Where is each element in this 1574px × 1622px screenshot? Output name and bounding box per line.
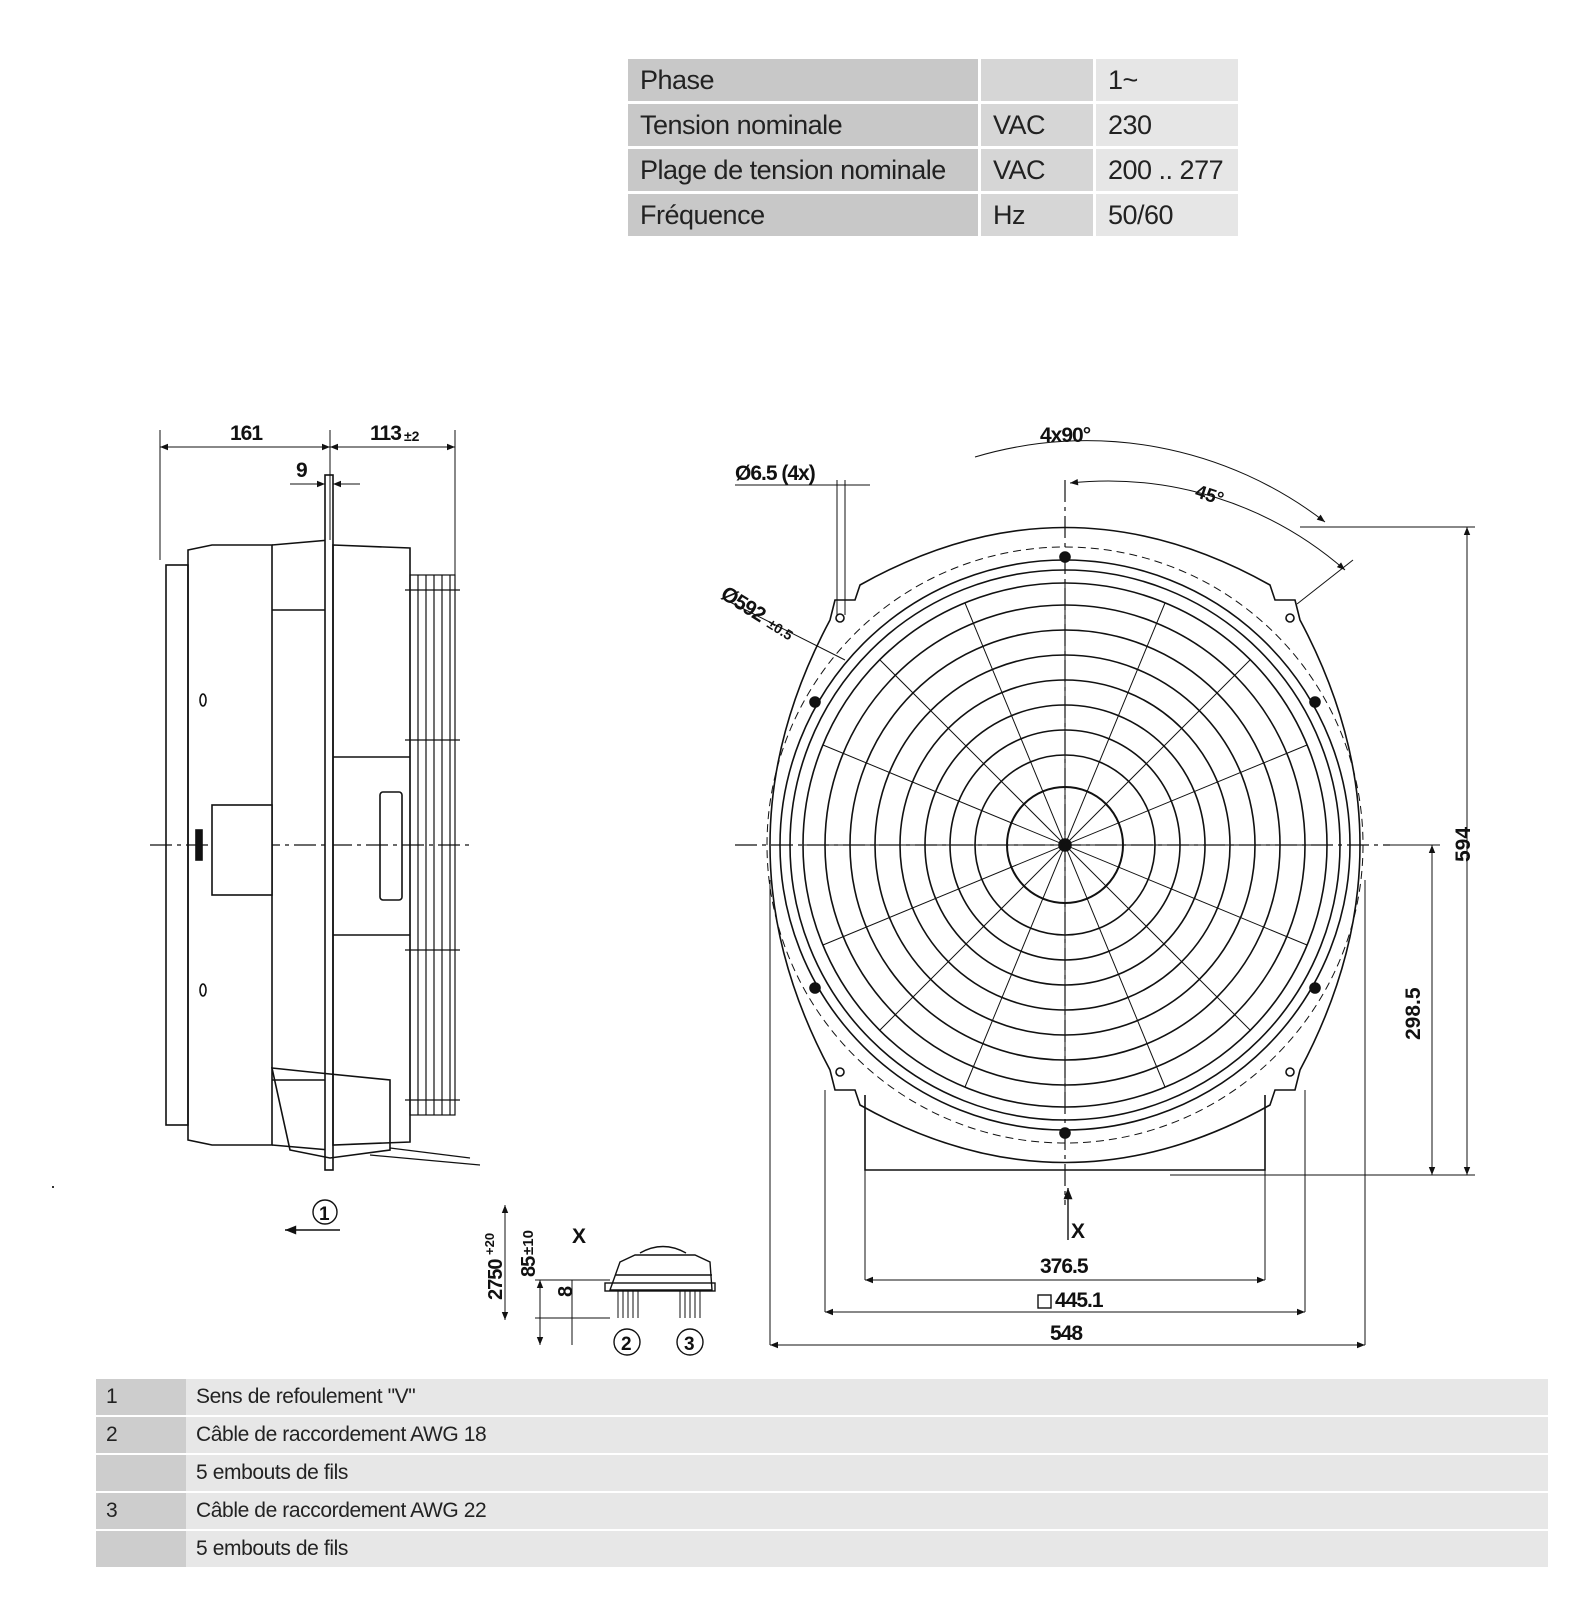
marker-1: 1: [319, 1204, 330, 1225]
dim-161: 161: [230, 422, 263, 445]
legend-text: Câble de raccordement AWG 18: [186, 1417, 1548, 1453]
strip-length: 85: [518, 1256, 540, 1277]
angle-4x90: 4x90°: [1040, 424, 1091, 447]
legend-row: 1 Sens de refoulement "V": [96, 1379, 1548, 1415]
dim-9: 9: [296, 459, 308, 482]
dim-113-tol: ±2: [404, 428, 420, 444]
marker-3: 3: [684, 1334, 695, 1355]
view-x-label: X: [1071, 1220, 1085, 1243]
dim-376-5: 376.5: [1040, 1255, 1089, 1278]
legend-table: 1 Sens de refoulement "V" 2 Câble de rac…: [96, 1377, 1548, 1569]
spec-row-frequency: Fréquence Hz 50/60: [628, 194, 1238, 236]
legend-text: 5 embouts de fils: [186, 1531, 1548, 1567]
front-view: [721, 440, 1475, 1349]
dim-113: 113: [370, 422, 401, 445]
legend-row: 5 embouts de fils: [96, 1531, 1548, 1567]
marker-2: 2: [621, 1334, 632, 1355]
legend-row: 2 Câble de raccordement AWG 18: [96, 1417, 1548, 1453]
legend-number: 3: [96, 1493, 186, 1529]
legend-text: Sens de refoulement "V": [186, 1379, 1548, 1415]
legend-row: 5 embouts de fils: [96, 1455, 1548, 1491]
cable-length-tol: +20: [482, 1233, 497, 1255]
dim-445-1: 445.1: [1055, 1289, 1104, 1312]
side-view: [150, 430, 481, 1235]
spec-label: Plage de tension nominale: [628, 149, 978, 191]
spec-label: Fréquence: [628, 194, 978, 236]
spec-value: 50/60: [1096, 194, 1238, 236]
strip-length-tol: ±10: [520, 1230, 537, 1255]
dim-594: 594: [1452, 827, 1475, 862]
spec-value: 1~: [1096, 59, 1238, 101]
spec-row-nominal-voltage: Tension nominale VAC 230: [628, 104, 1238, 146]
electrical-spec-table: Phase 1~ Tension nominale VAC 230 Plage …: [625, 56, 1241, 239]
detail-x-title: X: [572, 1225, 586, 1248]
legend-text: Câble de raccordement AWG 22: [186, 1493, 1548, 1529]
spec-label: Tension nominale: [628, 104, 978, 146]
legend-number: 2: [96, 1417, 186, 1453]
cable-length: 2750: [485, 1259, 507, 1300]
end-length: 8: [555, 1286, 577, 1297]
legend-row: 3 Câble de raccordement AWG 22: [96, 1493, 1548, 1529]
legend-number: [96, 1455, 186, 1491]
detail-x: [501, 1205, 716, 1356]
spec-unit: VAC: [981, 104, 1093, 146]
spec-unit: Hz: [981, 194, 1093, 236]
technical-drawing: 161 113 ±2 9 1: [150, 422, 1475, 1356]
stray-dot: [52, 1186, 54, 1188]
spec-value: 200 .. 277: [1096, 149, 1238, 191]
legend-number: 1: [96, 1379, 186, 1415]
legend-text: 5 embouts de fils: [186, 1455, 1548, 1491]
spec-unit: VAC: [981, 149, 1093, 191]
dim-548: 548: [1050, 1322, 1083, 1345]
spec-row-phase: Phase 1~: [628, 59, 1238, 101]
spec-unit: [981, 59, 1093, 101]
hole-label: Ø6.5 (4x): [735, 462, 815, 485]
diameter-label: Ø592: [717, 582, 770, 627]
dim-298-5: 298.5: [1402, 987, 1425, 1040]
legend-number: [96, 1531, 186, 1567]
spec-value: 230: [1096, 104, 1238, 146]
angle-45: 45°: [1192, 481, 1226, 510]
spec-row-voltage-range: Plage de tension nominale VAC 200 .. 277: [628, 149, 1238, 191]
spec-label: Phase: [628, 59, 978, 101]
diameter-tol: ±0.5: [764, 615, 796, 643]
